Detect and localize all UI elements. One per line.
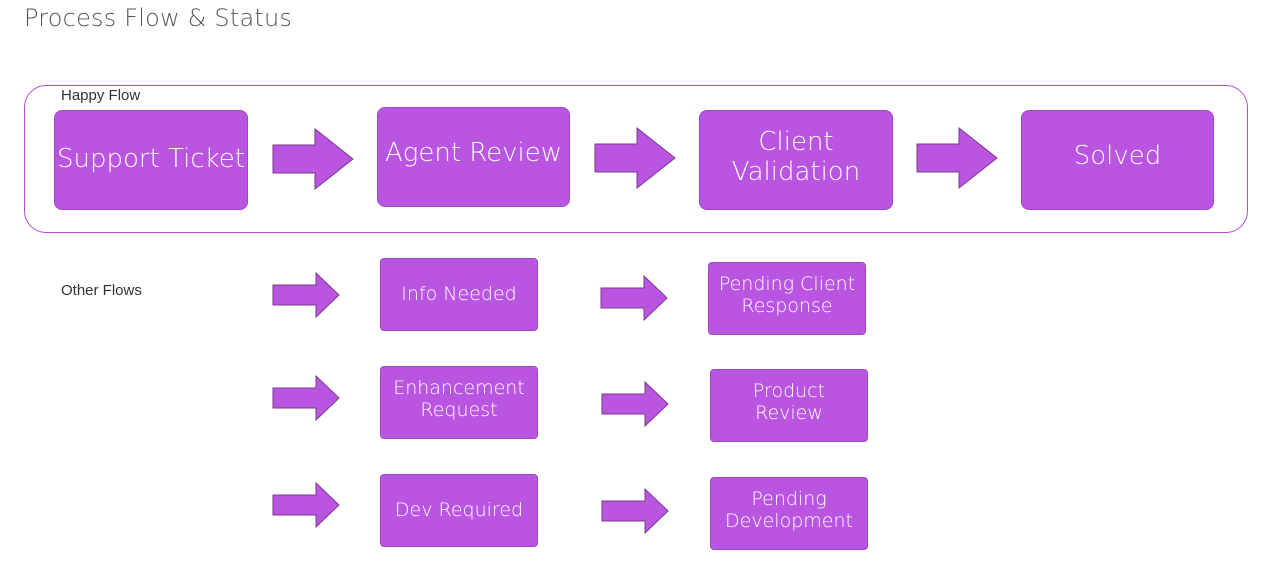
step-agent-review: Agent Review: [377, 107, 570, 207]
page-title: Process Flow & Status: [24, 4, 293, 32]
step-support-ticket: Support Ticket: [54, 110, 248, 210]
flow-info-needed: Info Needed: [380, 258, 538, 331]
other-arrow-2a: [272, 375, 342, 421]
flow-pending-client-response: Pending Client Response: [708, 262, 866, 335]
happy-flow-label: Happy Flow: [61, 87, 141, 104]
step-client-validation: Client Validation: [699, 110, 893, 210]
other-arrow-1a: [272, 272, 342, 318]
other-arrow-2b: [601, 381, 671, 427]
flow-enhancement-request: Enhancement Request: [380, 366, 538, 439]
other-arrow-1b: [600, 275, 670, 321]
flow-product-review: Product Review: [710, 369, 868, 442]
happy-arrow-3: [916, 127, 1000, 189]
other-arrow-3a: [272, 482, 342, 528]
step-solved: Solved: [1021, 110, 1214, 210]
flow-pending-development: Pending Development: [710, 477, 868, 550]
happy-arrow-2: [594, 127, 678, 189]
happy-flow-container: [24, 85, 1248, 233]
other-flows-label: Other Flows: [61, 282, 142, 299]
other-arrow-3b: [601, 488, 671, 534]
happy-arrow-1: [272, 128, 356, 190]
flow-dev-required: Dev Required: [380, 474, 538, 547]
